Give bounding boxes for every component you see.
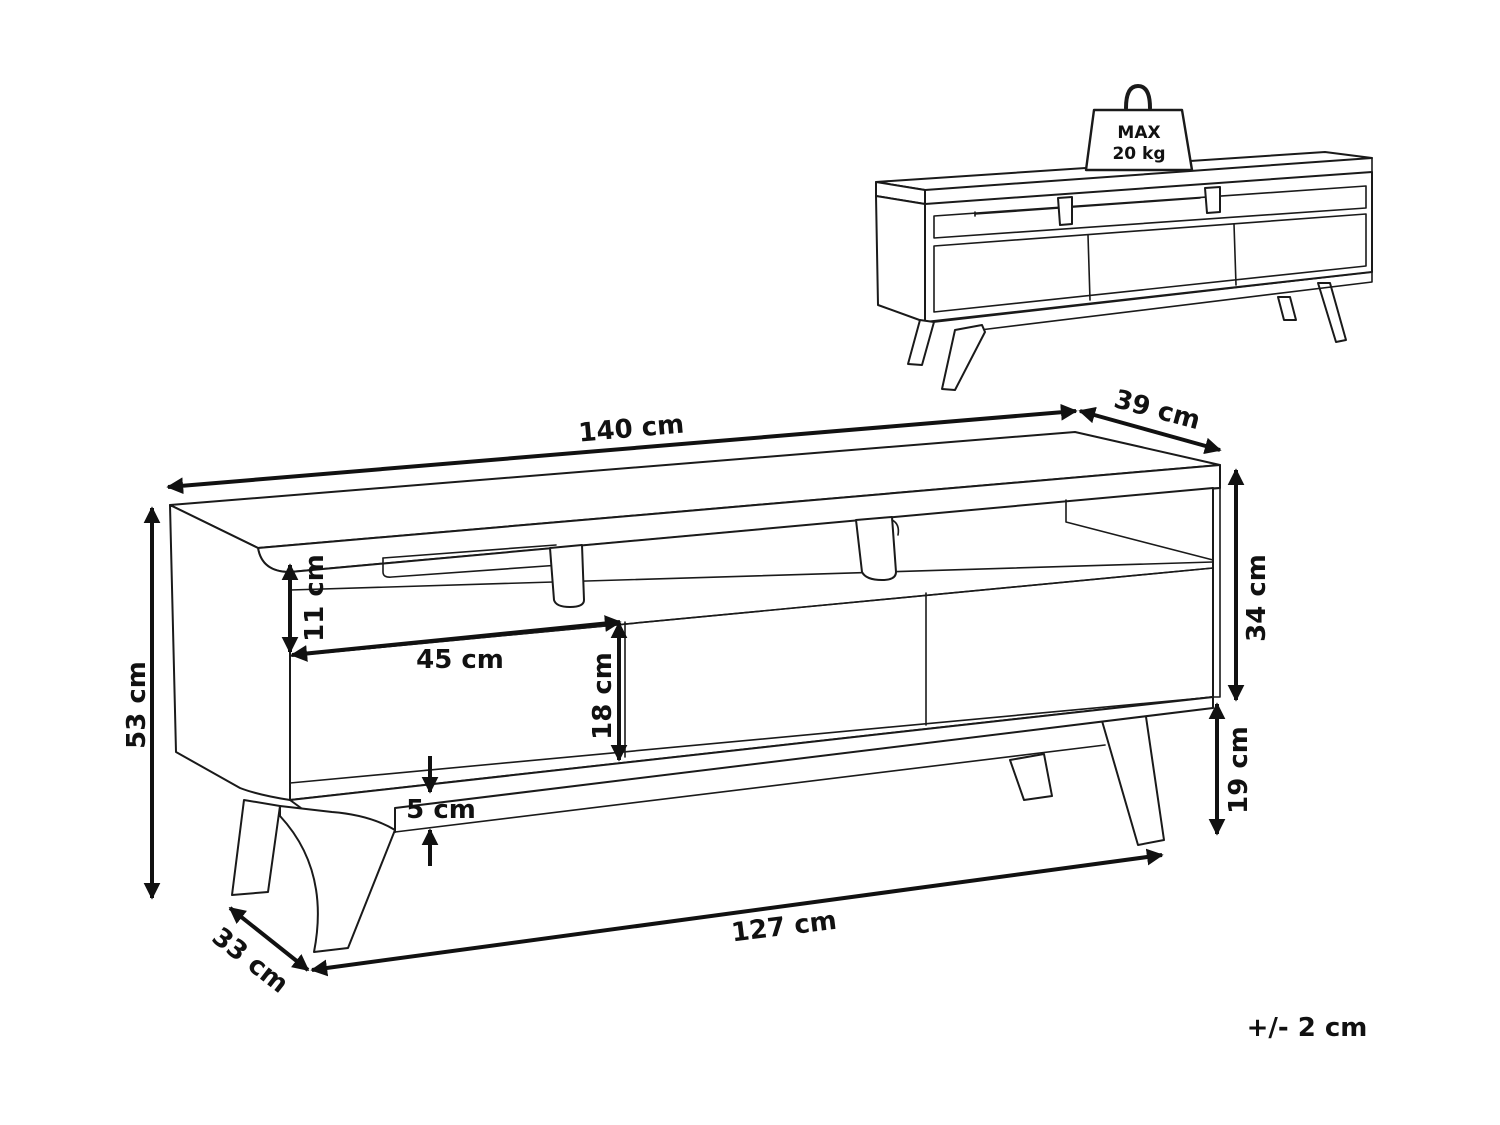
shelf-height-label: 11 cm <box>300 554 330 642</box>
body-height-label: 34 cm <box>1242 554 1272 642</box>
width-label: 140 cm <box>577 409 685 448</box>
tolerance-label: +/- 2 cm <box>1247 1013 1368 1043</box>
depth-label: 39 cm <box>1111 384 1204 436</box>
leg-span-width-arrow <box>310 848 1164 977</box>
weight-max-label: MAX <box>1117 123 1160 143</box>
dimension-arrows <box>143 403 1245 977</box>
drawer-width-arrow <box>290 615 622 662</box>
leg-height-label: 19 cm <box>1224 726 1254 814</box>
drawer-width-label: 45 cm <box>416 645 504 675</box>
main-tv-stand <box>169 431 1221 953</box>
depth-arrow <box>1078 406 1222 455</box>
leg-span-depth-arrow <box>228 906 310 972</box>
preview-tv-stand <box>875 151 1373 391</box>
dimension-labels: 140 cm 39 cm 53 cm 11 cm 45 cm 18 cm 34 … <box>122 384 1367 1043</box>
weight-icon: MAX 20 kg <box>1084 84 1194 172</box>
leg-span-depth-label: 33 cm <box>206 922 294 1000</box>
rail-height-label: 5 cm <box>406 795 476 825</box>
width-arrow <box>166 403 1078 495</box>
height-label: 53 cm <box>122 661 152 749</box>
weight-value-label: 20 kg <box>1112 144 1165 164</box>
drawer-height-label: 18 cm <box>588 652 618 740</box>
